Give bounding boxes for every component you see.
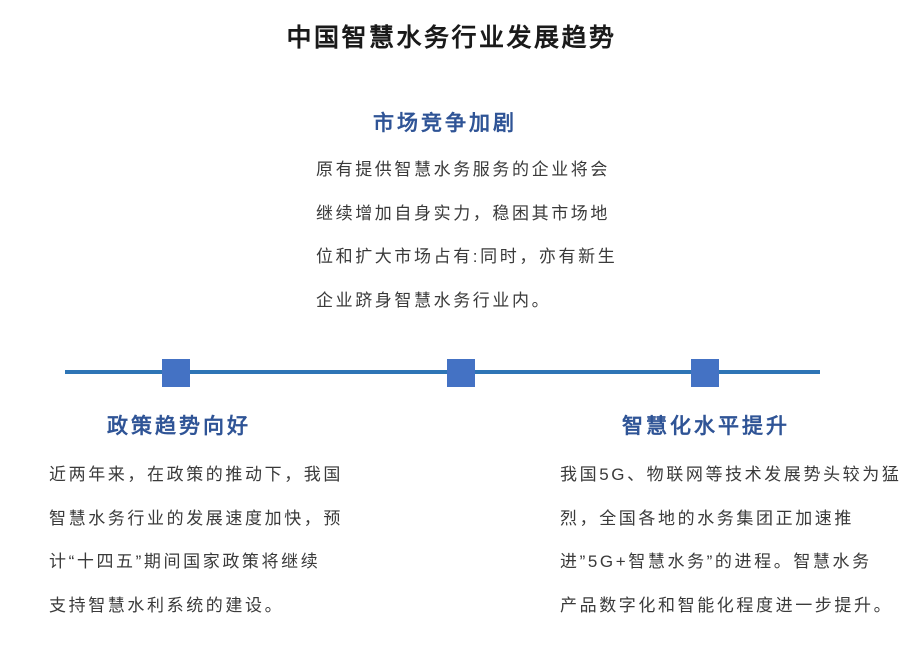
section-body-smart-level: 我国5G、物联网等技术发展势头较为猛 烈，全国各地的水务集团正加速推 进”5G+… bbox=[560, 465, 902, 615]
page-title: 中国智慧水务行业发展趋势 bbox=[286, 24, 617, 52]
timeline-line bbox=[65, 370, 820, 374]
timeline-marker-policy-icon bbox=[162, 359, 190, 387]
section-heading-smart-level: 智慧化水平提升 bbox=[622, 415, 790, 438]
section-body-market-competition: 原有提供智慧水务服务的企业将会 继续增加自身实力，稳困其市场地 位和扩大市场占有… bbox=[316, 160, 618, 310]
section-heading-policy-trend: 政策趋势向好 bbox=[107, 415, 251, 438]
section-heading-market-competition: 市场竞争加剧 bbox=[373, 112, 517, 135]
timeline-marker-smart-icon bbox=[691, 359, 719, 387]
timeline-marker-market-icon bbox=[447, 359, 475, 387]
section-body-policy-trend: 近两年来，在政策的推动下，我国 智慧水务行业的发展速度加快，预 计“十四五”期间… bbox=[49, 465, 343, 615]
